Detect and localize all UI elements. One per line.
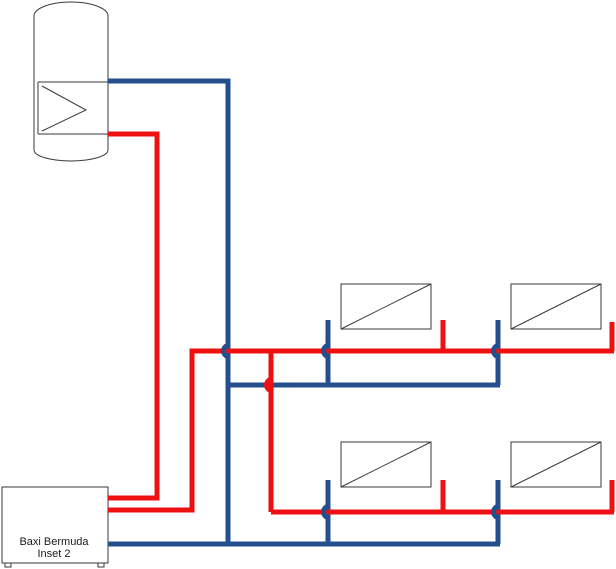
return-pipework (108, 78, 501, 547)
radiator (340, 441, 432, 488)
flow-pipework (108, 131, 615, 515)
pipe-crossings (221, 342, 500, 521)
heat-exchanger-coil (41, 85, 88, 132)
boiler-label-line2: Inset 2 (37, 548, 71, 560)
radiator (340, 283, 432, 330)
radiator (510, 441, 602, 488)
radiator (510, 283, 602, 330)
hot-water-cylinder (33, 1, 109, 162)
boiler (1, 486, 109, 568)
boiler-label: Baxi Bermuda Inset 2 (2, 536, 106, 560)
boiler-label-line1: Baxi Bermuda (19, 536, 89, 548)
